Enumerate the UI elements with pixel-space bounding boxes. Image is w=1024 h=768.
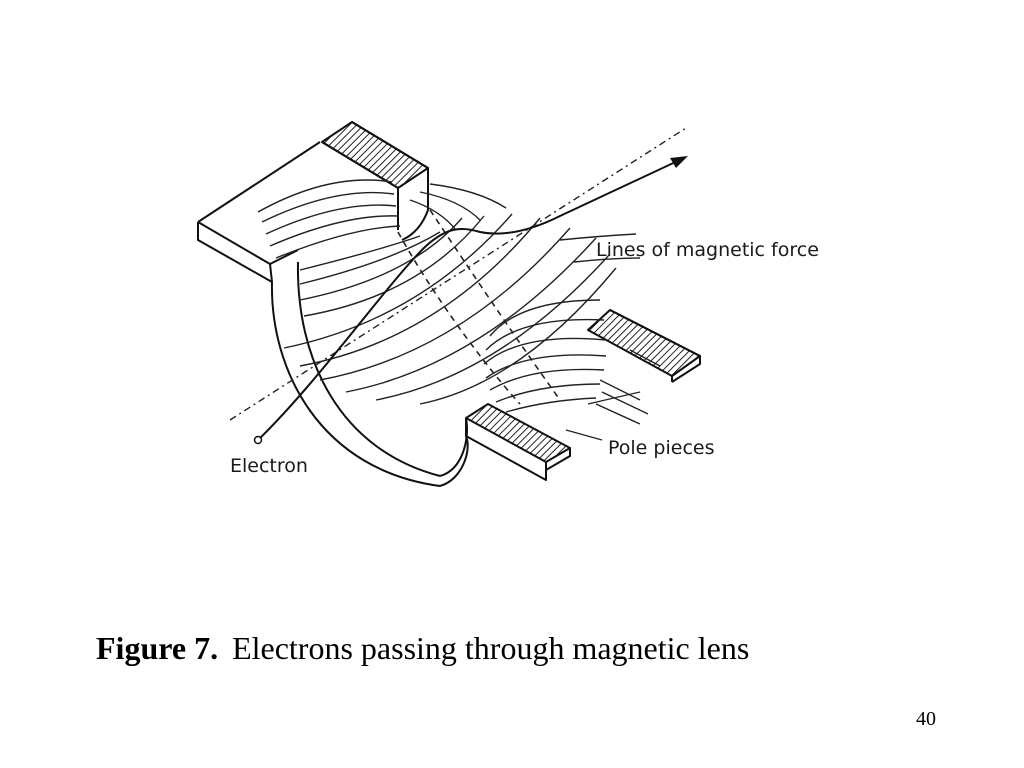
- figure-caption: Figure 7. Electrons passing through magne…: [96, 630, 749, 667]
- lens-boundary-dashed: [397, 209, 561, 405]
- magnetic-field-lines: [257, 179, 661, 425]
- electron-source-dot: [253, 435, 263, 445]
- pole-pieces-label: Pole pieces: [608, 437, 714, 459]
- label-leaders: [565, 391, 641, 441]
- lens-yoke: [270, 261, 469, 487]
- electron-trajectory: [253, 156, 688, 445]
- field-lines-label: Lines of magnetic force: [596, 239, 819, 261]
- optic-axis: [229, 127, 687, 421]
- lower-pole-piece: [465, 309, 701, 481]
- upper-pole-piece: [197, 121, 429, 283]
- electron-label: Electron: [230, 455, 308, 477]
- caption-text: Electrons passing through magnetic lens: [232, 630, 750, 666]
- figure-label: Figure 7.: [96, 630, 219, 666]
- page-number: 40: [916, 708, 936, 730]
